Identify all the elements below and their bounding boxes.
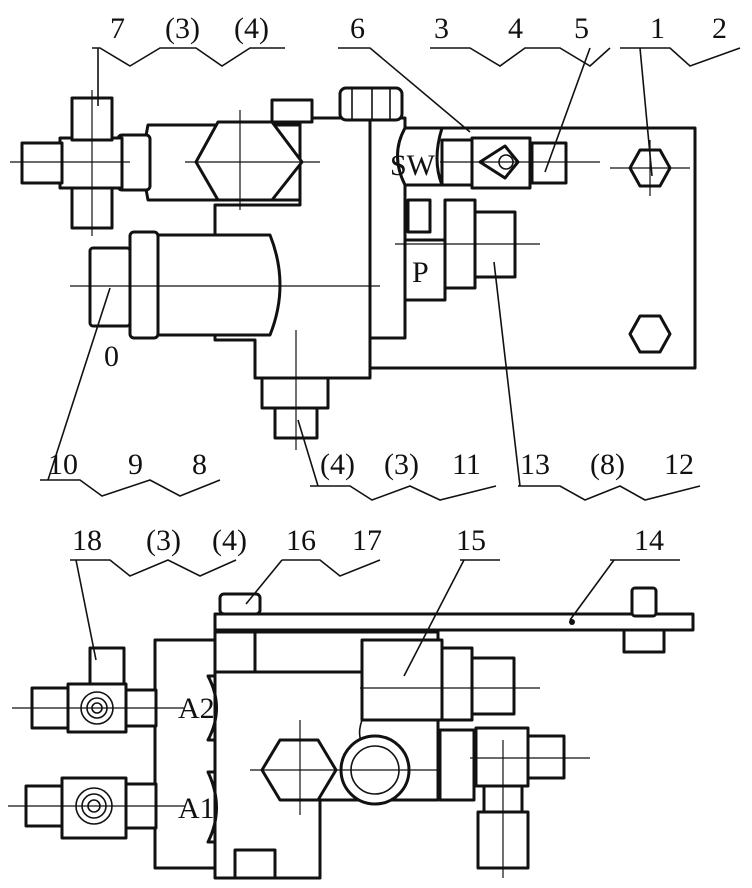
label-2: 2 xyxy=(712,12,727,45)
p-port-label: P xyxy=(412,256,429,289)
top-labels: 7 (3) (4) 6 3 4 5 1 2 xyxy=(92,12,741,177)
label-3: 3 xyxy=(434,12,449,45)
label-17: 17 xyxy=(352,524,382,557)
label-top-p4: (4) xyxy=(234,12,269,45)
label-8: 8 xyxy=(192,448,207,481)
label-7: 7 xyxy=(110,12,125,45)
a-ports-block xyxy=(153,638,217,870)
bottom-labels: 18 (3) (4) 16 17 15 14 xyxy=(70,524,680,677)
label-mid-p8: (8) xyxy=(590,448,625,481)
label-mid-p3: (3) xyxy=(384,448,419,481)
fitting-10 xyxy=(88,246,132,328)
plug-5 xyxy=(530,141,568,185)
a1-port-label: A1 xyxy=(178,792,215,825)
label-14: 14 xyxy=(634,524,664,557)
label-4: 4 xyxy=(508,12,523,45)
label-1: 1 xyxy=(650,12,665,45)
label-18: 18 xyxy=(72,524,102,557)
label-6: 6 xyxy=(350,12,365,45)
fitting-7-tee xyxy=(58,136,124,190)
sw-port-label: SW xyxy=(390,149,436,182)
label-top-p3: (3) xyxy=(165,12,200,45)
pin-16 xyxy=(218,592,262,616)
bottom-view: A2 A1 18 xyxy=(8,524,695,880)
label-15: 15 xyxy=(456,524,486,557)
plate-bolt-lower xyxy=(628,314,672,354)
label-bot-p4: (4) xyxy=(212,524,247,557)
o-port-label: 0 xyxy=(104,340,119,373)
p-port-block xyxy=(403,238,447,302)
label-11: 11 xyxy=(452,448,481,481)
label-12: 12 xyxy=(664,448,694,481)
middle-labels: 10 9 8 (4) (3) 11 13 (8) 12 xyxy=(40,261,701,501)
lower-cylinder xyxy=(153,233,282,337)
label-bot-p3: (3) xyxy=(146,524,181,557)
label-mid-p4: (4) xyxy=(320,448,355,481)
label-16: 16 xyxy=(286,524,316,557)
top-view: SW P 0 7 (3) (4) 6 3 4 5 xyxy=(10,12,741,501)
label-9: 9 xyxy=(128,448,143,481)
label-13: 13 xyxy=(520,448,550,481)
block-15 xyxy=(360,638,444,722)
right-tee xyxy=(474,726,530,788)
fitting-a1 xyxy=(60,776,128,840)
label-5: 5 xyxy=(574,12,589,45)
lever-bar-14 xyxy=(213,612,695,632)
